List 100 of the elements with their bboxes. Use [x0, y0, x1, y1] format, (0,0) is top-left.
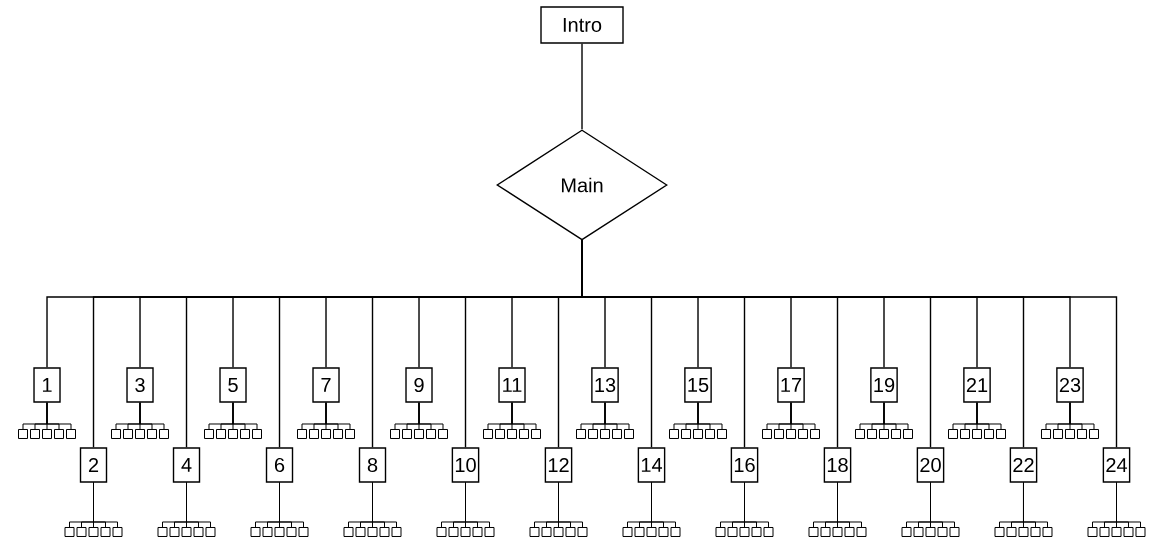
connector	[697, 402, 723, 430]
small-box	[1111, 527, 1122, 537]
small-box	[111, 429, 121, 439]
small-box	[529, 527, 540, 537]
numbered-box: 2	[79, 447, 108, 483]
small-box	[588, 429, 598, 439]
small-box	[390, 429, 400, 439]
connector	[325, 402, 351, 430]
numbered-box: 11	[498, 367, 526, 403]
connector	[1116, 482, 1141, 528]
small-box	[460, 527, 471, 537]
small-box	[577, 527, 588, 537]
small-box	[297, 429, 307, 439]
small-box	[204, 429, 214, 439]
small-box	[54, 429, 64, 439]
small-box	[379, 527, 390, 537]
small-box	[30, 429, 40, 439]
small-box	[960, 429, 970, 439]
small-box	[76, 527, 87, 537]
numbered-box: 1	[33, 367, 61, 403]
connector	[790, 402, 816, 430]
small-box	[901, 527, 912, 537]
small-box	[1077, 429, 1087, 439]
small-box	[879, 429, 889, 439]
numbered-box: 20	[916, 447, 945, 483]
small-box	[913, 527, 924, 537]
small-box	[391, 527, 402, 537]
connector	[46, 402, 72, 430]
small-box	[1041, 429, 1051, 439]
small-box	[727, 527, 738, 537]
small-box	[483, 429, 493, 439]
small-box	[972, 429, 982, 439]
small-box	[612, 429, 622, 439]
small-box	[250, 527, 261, 537]
connector	[418, 402, 444, 430]
small-box	[903, 429, 913, 439]
small-box	[333, 429, 343, 439]
small-box	[321, 429, 331, 439]
small-box	[1123, 527, 1134, 537]
connector	[1023, 482, 1048, 528]
small-box	[507, 429, 517, 439]
small-box	[576, 429, 586, 439]
small-box	[228, 429, 238, 439]
numbered-box: 23	[1056, 367, 1084, 403]
small-box	[739, 527, 750, 537]
small-box	[891, 429, 901, 439]
numbered-box: 5	[219, 367, 247, 403]
small-box	[810, 429, 820, 439]
small-box	[948, 429, 958, 439]
small-box	[1065, 429, 1075, 439]
small-box	[1087, 527, 1098, 537]
small-box	[1053, 429, 1063, 439]
small-box	[763, 527, 774, 537]
connector	[465, 482, 490, 528]
small-box	[762, 429, 772, 439]
connector	[883, 402, 909, 430]
small-box	[205, 527, 216, 537]
small-box	[634, 527, 645, 537]
small-box	[42, 429, 52, 439]
small-box	[519, 429, 529, 439]
connector	[744, 482, 769, 528]
small-box	[949, 527, 960, 537]
small-box	[169, 527, 180, 537]
small-box	[345, 429, 355, 439]
process-box: Intro	[540, 6, 624, 44]
small-box	[1030, 527, 1041, 537]
numbered-box: 19	[870, 367, 898, 403]
small-box	[448, 527, 459, 537]
small-box	[355, 527, 366, 537]
small-box	[181, 527, 192, 537]
small-box	[669, 429, 679, 439]
numbered-box: 3	[126, 367, 154, 403]
connector	[279, 482, 304, 528]
small-box	[216, 429, 226, 439]
numbered-box: 22	[1009, 447, 1038, 483]
small-box	[705, 429, 715, 439]
small-box	[751, 527, 762, 537]
small-box	[100, 527, 111, 537]
small-box	[717, 429, 727, 439]
small-box	[624, 429, 634, 439]
small-box	[693, 429, 703, 439]
small-box	[426, 429, 436, 439]
numbered-box: 17	[777, 367, 805, 403]
numbered-box: 6	[265, 447, 294, 483]
small-box	[1135, 527, 1146, 537]
small-box	[157, 527, 168, 537]
small-box	[286, 527, 297, 537]
small-box	[88, 527, 99, 537]
connector	[139, 402, 165, 430]
small-box	[64, 527, 75, 537]
small-box	[531, 429, 541, 439]
connector	[186, 482, 211, 528]
small-box	[123, 429, 133, 439]
small-box	[646, 527, 657, 537]
small-box	[402, 429, 412, 439]
small-box	[715, 527, 726, 537]
numbered-box: 7	[312, 367, 340, 403]
connector	[581, 43, 583, 130]
small-box	[112, 527, 123, 537]
connector	[232, 402, 258, 430]
